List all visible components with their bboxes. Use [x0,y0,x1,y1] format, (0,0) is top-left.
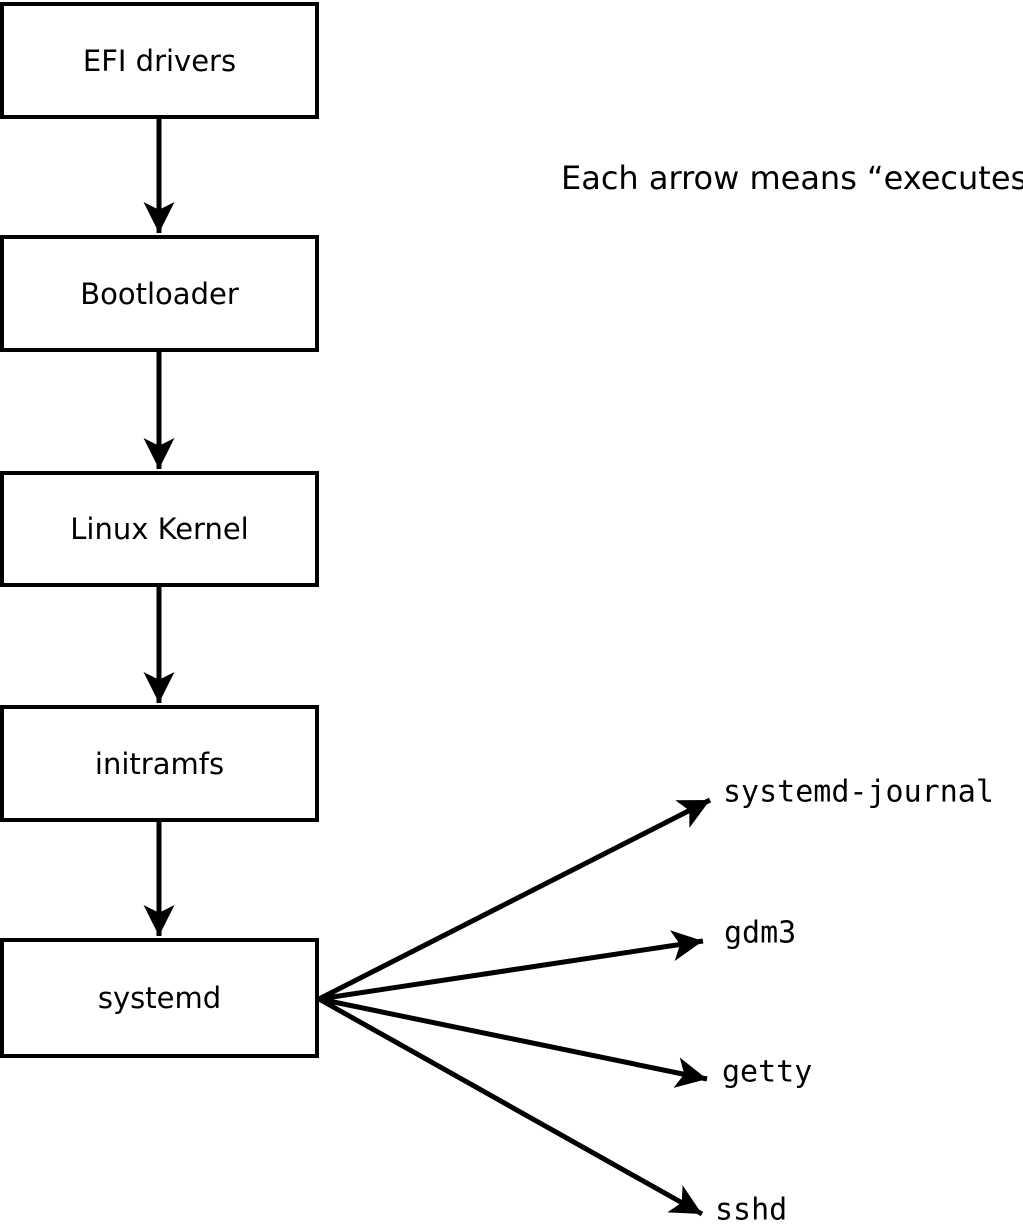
box-systemd: systemd [0,938,319,1058]
arrow-systemd-to-gdm3 [318,930,704,1002]
arrow-systemd-to-sshd [317,996,704,1217]
box-bootloader: Bootloader [0,235,319,352]
service-label-gdm3: gdm3 [724,915,797,951]
service-label-systemd-journal: systemd-journal [723,774,994,810]
box-efi-drivers-label: EFI drivers [82,43,237,78]
box-bootloader-label: Bootloader [80,276,239,311]
box-linux-kernel: Linux Kernel [0,471,319,587]
box-efi-drivers: EFI drivers [0,2,319,119]
arrow-systemd-to-getty [318,996,708,1088]
service-label-sshd: sshd [715,1192,788,1228]
service-label-getty: getty [722,1054,813,1090]
annotation-arrow-meaning: Each arrow means “executes”. [561,159,1023,197]
box-initramfs: initramfs [0,705,319,822]
box-systemd-label: systemd [97,981,222,1015]
box-linux-kernel-label: Linux Kernel [70,512,249,546]
arrow-systemd-to-systemd-journal [317,797,712,1002]
box-initramfs-label: initramfs [94,746,225,781]
